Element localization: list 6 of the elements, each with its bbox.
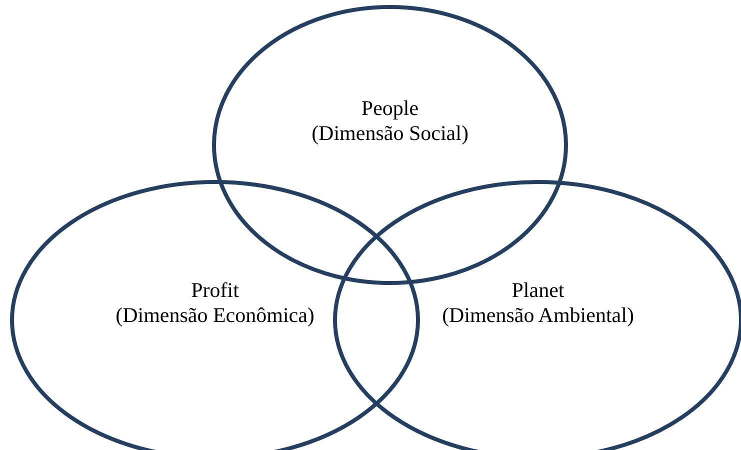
subtitle-text: (Dimensão Econômica) [116,303,314,328]
subtitle-text: (Dimensão Ambiental) [442,303,634,328]
heading-text: People [361,96,419,121]
subtitle-text: (Dimensão Social) [312,121,468,146]
heading-text: Planet [512,278,564,303]
heading-text: Profit [191,278,239,303]
